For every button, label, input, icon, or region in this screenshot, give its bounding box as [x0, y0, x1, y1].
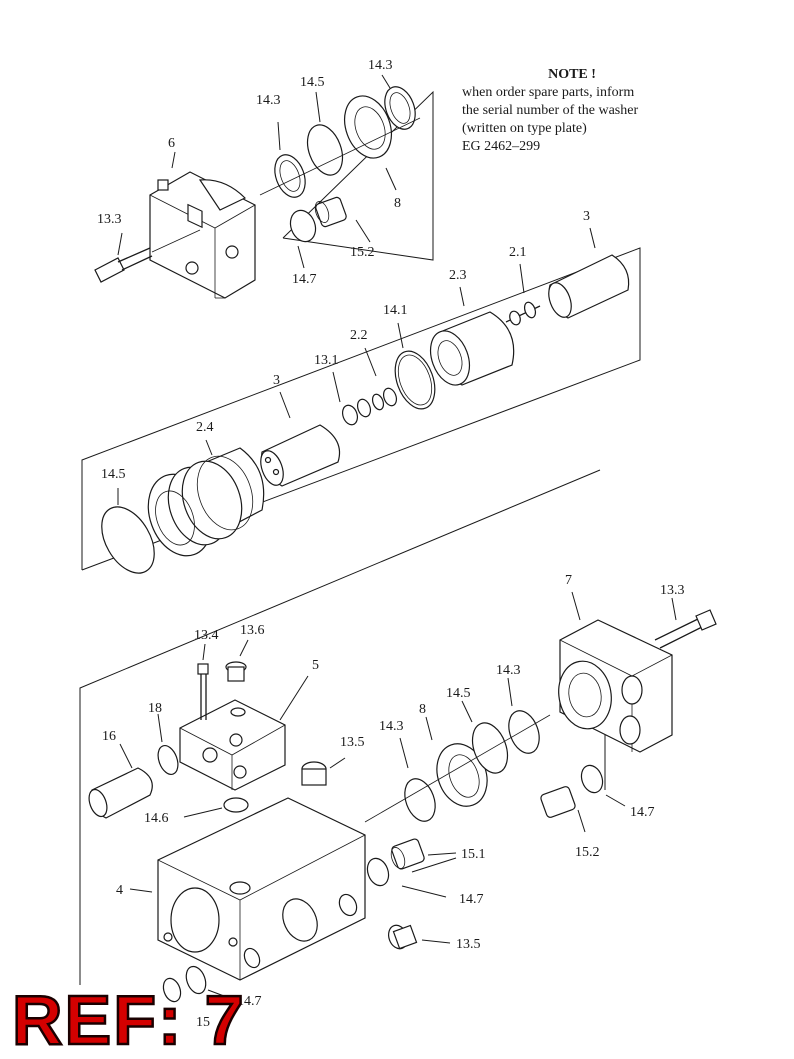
callout-label: 7 [565, 573, 572, 588]
part-4-block [157, 797, 366, 981]
callout-label: 2.1 [509, 245, 527, 260]
callout-label: 15.1 [461, 847, 486, 862]
callout-label: 13.1 [314, 353, 339, 368]
part-14-6-ring [223, 797, 249, 813]
part-13-3-bolt-lower [654, 609, 717, 649]
callout-label: 8 [419, 702, 426, 717]
callout-label: 3 [583, 209, 590, 224]
callout-label: 14.7 [630, 805, 655, 820]
callout-label: 15.2 [350, 245, 375, 260]
callout-label: 14.3 [256, 93, 281, 108]
callout-label: 13.3 [660, 583, 685, 598]
part-14-3-ring-a [274, 154, 306, 198]
ref-badge: REF: 7 [11, 981, 246, 1059]
note-line: EG 2462–299 [462, 139, 541, 154]
callout-label: 16 [102, 729, 116, 744]
part-15-1-valve [390, 838, 425, 870]
note-line: the serial number of the washer [462, 103, 639, 118]
part-18-ring [157, 744, 179, 776]
note-line: when order spare parts, inform [462, 85, 635, 100]
part-3-spool-lower [260, 424, 341, 487]
part-2-4-housing [147, 447, 265, 557]
part-6-block [149, 171, 256, 299]
part-15-2-valve [314, 196, 347, 228]
callout-label: 3 [273, 373, 280, 388]
part-13-5-plug-lower [387, 924, 418, 950]
callout-label: 13.4 [194, 628, 219, 643]
part-13-5-plug-upper [301, 761, 327, 786]
callout-label: 13.5 [456, 937, 481, 952]
callout-label: 4 [116, 883, 123, 898]
note-box: NOTE ! when order spare parts, inform th… [462, 66, 682, 156]
callout-label: 14.7 [459, 892, 484, 907]
callout-label: 14.7 [237, 994, 262, 1009]
part-8-washer [344, 95, 392, 159]
callout-label: 13.3 [97, 212, 122, 227]
callout-label: 14.5 [300, 75, 325, 90]
part-2-3-sleeve [429, 311, 515, 386]
note-title: NOTE ! [548, 67, 596, 82]
part-2-1-pin [505, 301, 541, 326]
part-13-4-screw [197, 663, 209, 720]
part-14-5-disc [306, 124, 344, 176]
callout-label: 14.5 [101, 467, 126, 482]
callout-label: 13.6 [240, 623, 265, 638]
callout-label: 14.7 [292, 272, 317, 287]
callout-label: 15.2 [575, 845, 600, 860]
part-15-2-valve-lower [540, 786, 576, 818]
callout-label: 14.1 [383, 303, 408, 318]
middle-assembly [81, 227, 641, 574]
part-14-5-oring [101, 506, 155, 574]
callout-label: 13.5 [340, 735, 365, 750]
part-13-3-bolt [94, 229, 201, 283]
part-16-filter [88, 767, 153, 819]
callout-label: 8 [394, 196, 401, 211]
part-5-block [179, 699, 286, 791]
part-14-3-ring-b [384, 86, 416, 130]
callout-label: 2.4 [196, 420, 214, 435]
callout-label: 5 [312, 658, 319, 673]
callout-label: 14.3 [496, 663, 521, 678]
callout-label: 14.3 [368, 58, 393, 73]
callout-label: 15 [196, 1015, 210, 1030]
part-3-spool-upper [548, 254, 630, 319]
bottom-assembly [79, 469, 717, 1003]
callout-label: 18 [148, 701, 162, 716]
callout-label: 6 [168, 136, 175, 151]
callout-label: 2.2 [350, 328, 368, 343]
top-assembly [94, 74, 434, 299]
part-7-block [558, 619, 673, 753]
callout-label: 14.5 [446, 686, 471, 701]
part-13-6-plug [225, 661, 247, 682]
callout-label: 14.3 [379, 719, 404, 734]
note-line: (written on type plate) [462, 121, 587, 136]
callout-label: 2.3 [449, 268, 467, 283]
callout-labels: 14.3 14.5 14.3 6 8 13.3 15.2 14.7 3 2.1 … [97, 58, 685, 1030]
callout-label: 14.6 [144, 811, 169, 826]
